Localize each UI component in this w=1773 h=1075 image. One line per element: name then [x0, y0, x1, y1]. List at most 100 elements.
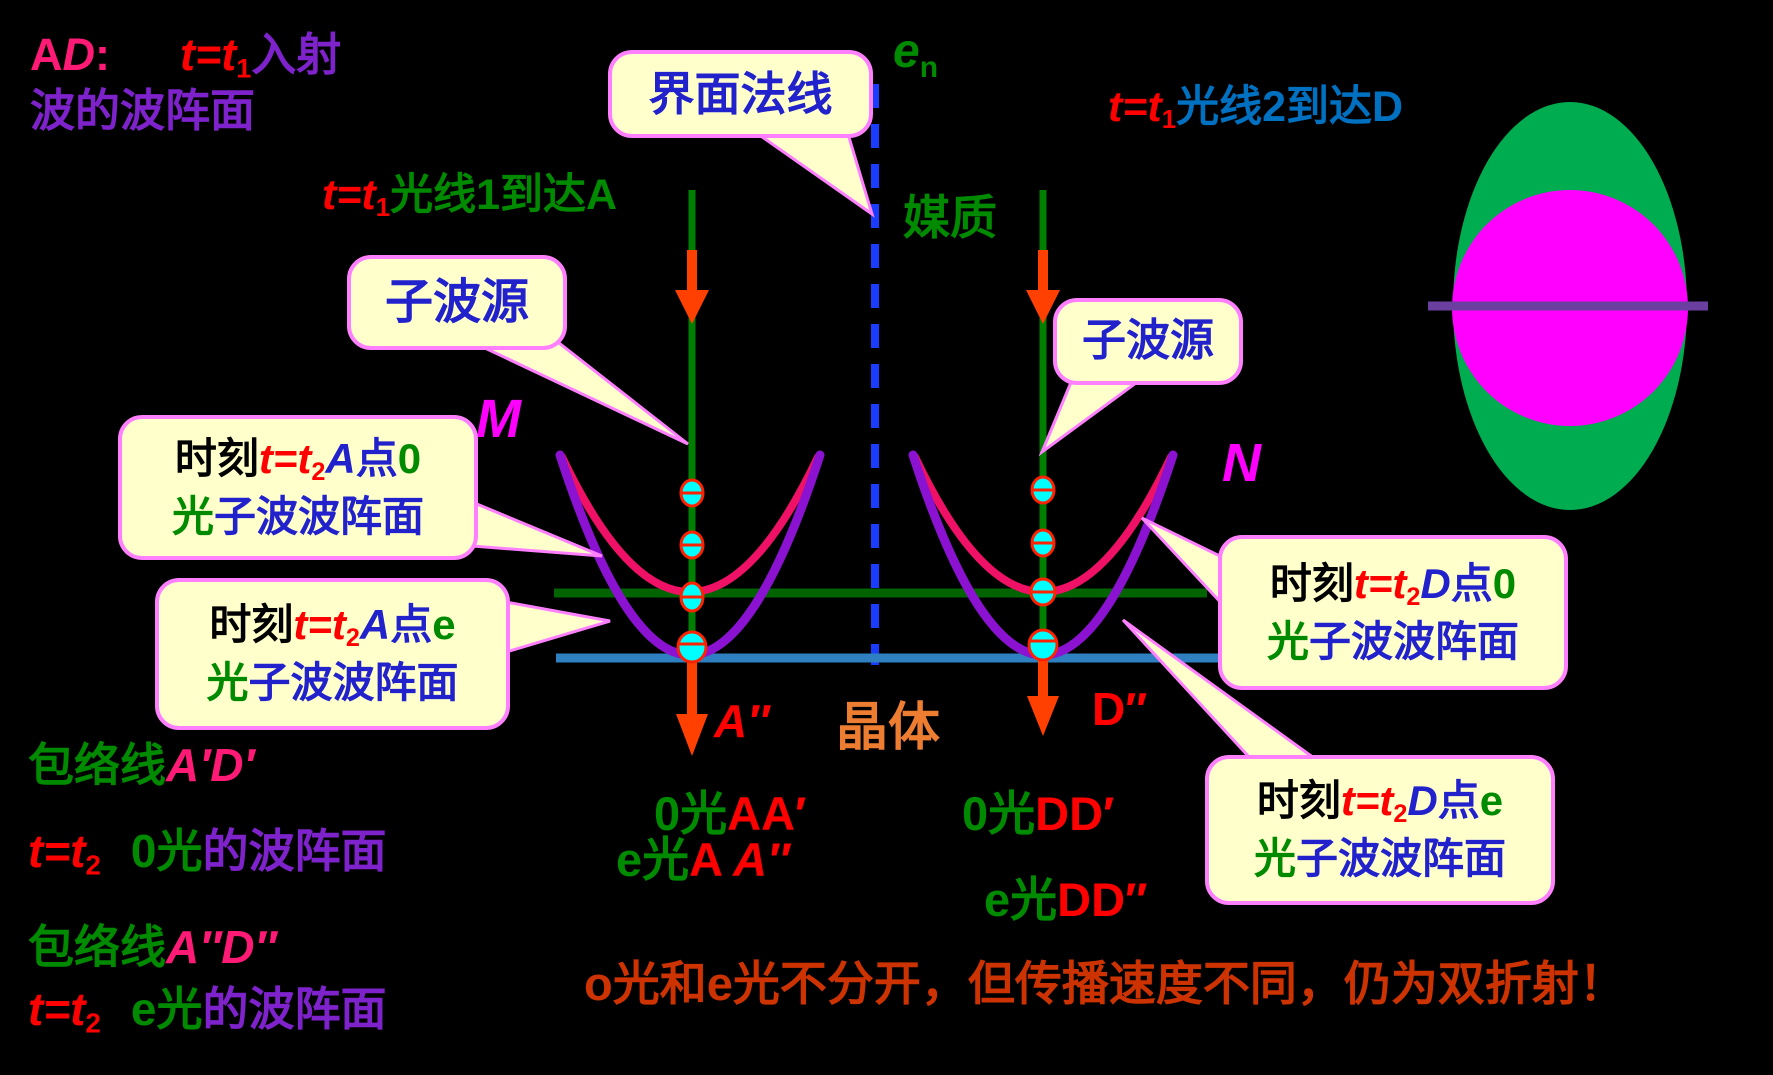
time-t1: t=t — [322, 171, 376, 219]
segment-a: A — [689, 833, 724, 886]
ray-2-bottom-arrow — [1027, 660, 1059, 736]
envelope-word: 包络线 — [28, 921, 166, 973]
time-t2: t=t — [258, 434, 312, 482]
a-e-line2: 光子波波阵面 — [206, 655, 458, 710]
time-t2: t=t — [293, 601, 346, 649]
guang: 光 — [680, 787, 728, 840]
crystal-label: 晶体 — [836, 699, 941, 757]
wavelet-source-text: 子波源 — [384, 275, 529, 329]
point-a: A — [325, 434, 356, 482]
time-t2: t=t — [1340, 777, 1394, 825]
dian: 点 — [1437, 777, 1480, 825]
wavelet-sources-ray-1 — [676, 478, 708, 664]
moment-text: 时刻 — [174, 434, 259, 482]
incident-wavefront-caption-line1: AD: t=t1入射 — [30, 30, 341, 84]
segment-dd-doubleprime: DD″ — [1057, 873, 1148, 926]
o-ray-dd-caption: 0光DD′ — [962, 788, 1114, 840]
guang: 光 — [988, 787, 1036, 840]
d-o-wavefront-callout: 时刻t=t2D点0 光子波波阵面 — [1218, 535, 1568, 690]
time-t1: t=t — [1108, 83, 1162, 131]
normal-vector-symbol: en — [893, 25, 939, 84]
e-ray-mark: e — [984, 873, 1011, 926]
guang: 光 — [156, 825, 203, 877]
medium-label: 媒质 — [903, 191, 997, 244]
guang: 光 — [642, 833, 690, 886]
d-e-wavefront-callout: 时刻t=t2D点e 光子波波阵面 — [1205, 755, 1555, 905]
wavelet-sources-ray-2 — [1027, 475, 1059, 662]
time-t2-sub: 2 — [311, 457, 326, 486]
a-e-line1: 时刻t=t2A点e — [209, 597, 455, 655]
guang: 光 — [1253, 835, 1296, 883]
d-o-line1: 时刻t=t2D点0 — [1270, 556, 1516, 614]
wavelet-source-callout-left: 子波源 — [347, 255, 567, 350]
points-ad-prime: A′D′ — [166, 739, 255, 791]
wavefront-suffix: 的波阵面 — [202, 825, 387, 877]
wavelet-wavefront-text: 子波波阵面 — [214, 492, 425, 540]
segment-a-doubleprime: A″ — [733, 833, 790, 886]
wavelet-wavefront-text: 子波波阵面 — [1296, 835, 1507, 883]
e-symbol: e — [893, 25, 920, 78]
conclusion-note: o光和e光不分开，但传播速度不同，仍为双折射！ — [584, 957, 1626, 1010]
ray-1-top-arrow — [675, 250, 709, 324]
wavelet-wavefront-text: 子波波阵面 — [248, 659, 459, 707]
dian: 点 — [1450, 559, 1493, 607]
guang: 光 — [206, 659, 249, 707]
wavelet-right-callout-tail — [1038, 378, 1145, 457]
point-d-label: D — [62, 29, 96, 80]
d-e-line1: 时刻t=t2D点e — [1257, 773, 1503, 831]
time-t2-sub: 2 — [1393, 800, 1408, 829]
o-ray-mark: 0 — [397, 434, 422, 482]
o-ray-mark: 0 — [130, 825, 157, 877]
time-t2-sub: 2 — [85, 1007, 101, 1039]
interface-normal-text: 界面法线 — [648, 67, 833, 120]
time-t2-sub: 2 — [1406, 582, 1421, 611]
time-t1-sub: 1 — [236, 53, 252, 84]
ray-1-text: 光线1到达A — [390, 171, 618, 219]
interface-normal-callout: 界面法线 — [608, 50, 873, 138]
callout-tails — [462, 132, 1319, 760]
time-t1-sub: 1 — [375, 194, 391, 223]
point-m-label: M — [476, 389, 521, 449]
envelope-word: 包络线 — [28, 739, 166, 791]
guang: 光 — [171, 492, 214, 540]
time-t1: t=t — [180, 29, 237, 80]
point-d: D — [1407, 777, 1438, 825]
e-ray-mark: e — [130, 983, 157, 1035]
point-a-doubleprime-label: A″ — [714, 695, 770, 747]
ray-2-text: 光线2到达D — [1176, 83, 1404, 131]
e-ray-mark: e — [432, 601, 456, 649]
segment-dd-prime: DD′ — [1035, 787, 1115, 840]
ray-2-caption: t=t1光线2到达D — [1108, 83, 1404, 135]
wavelet-wavefront-text: 子波波阵面 — [1309, 617, 1520, 665]
normal-callout-tail — [753, 132, 875, 218]
point-a-label: A — [30, 29, 63, 80]
o-ray-mark: 0 — [962, 787, 989, 840]
a-o-wavefront-callout: 时刻t=t2A点0 光子波波阵面 — [118, 415, 478, 560]
incident-wavefront-caption-line2: 波的波阵面 — [30, 85, 256, 136]
time-t2: t=t — [1353, 559, 1407, 607]
time-t2-sub: 2 — [345, 624, 360, 653]
ray-1-caption: t=t1光线1到达A — [322, 171, 618, 223]
moment-text: 时刻 — [1256, 777, 1341, 825]
dian: 点 — [390, 601, 433, 649]
time-t2: t=t — [28, 825, 86, 877]
guang: 光 — [1010, 873, 1058, 926]
point-a: A — [359, 601, 391, 649]
point-d: D — [1420, 559, 1451, 607]
ray-1-bottom-arrow — [676, 660, 708, 756]
colon: : — [95, 29, 110, 80]
dian: 点 — [355, 434, 398, 482]
wavelet-source-callout-right: 子波源 — [1053, 298, 1243, 385]
moment-text: 时刻 — [209, 601, 294, 649]
a-e-wavefront-callout: 时刻t=t2A点e 光子波波阵面 — [155, 578, 510, 730]
incident-word: 入射 — [251, 29, 342, 80]
points-ad-doubleprime: A″D″ — [166, 921, 277, 973]
d-o-line2: 光子波波阵面 — [1267, 614, 1519, 669]
wavelet-source-text: 子波源 — [1082, 316, 1214, 366]
time-t1-sub: 1 — [1161, 106, 1177, 135]
n-subscript: n — [919, 51, 939, 84]
